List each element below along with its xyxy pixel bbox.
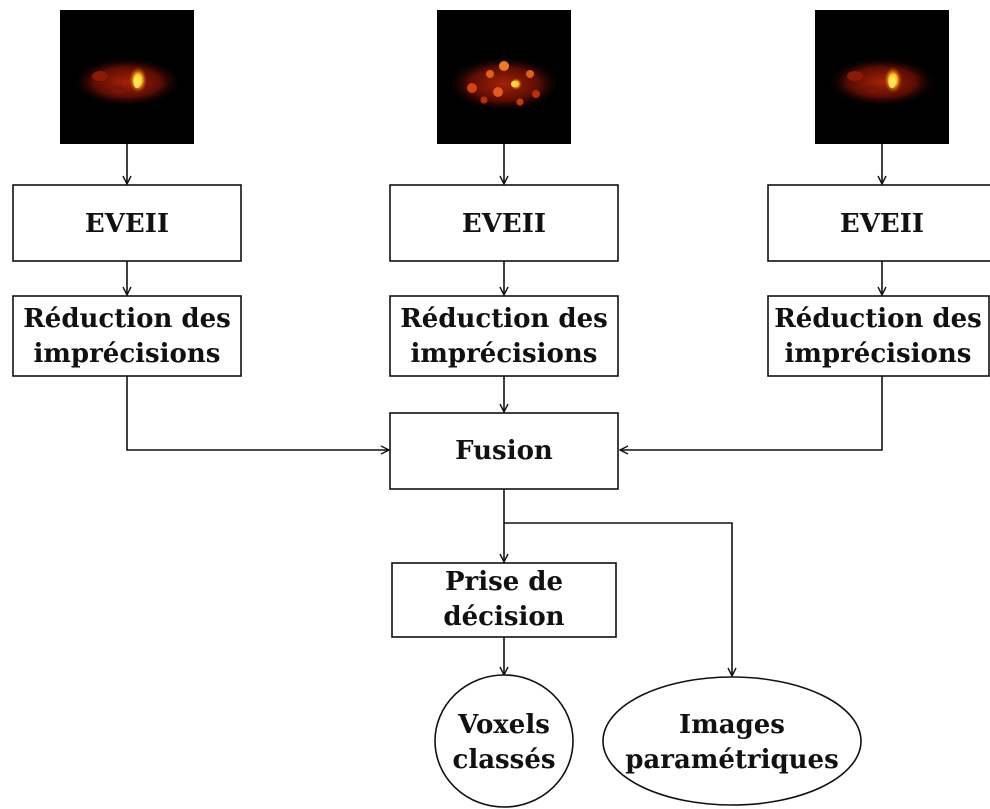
reduction-label-center-line2: imprécisions — [411, 339, 598, 369]
eveii-label-right: EVEII — [840, 209, 924, 239]
voxels-ellipse: Voxels classés — [434, 674, 574, 808]
decision-label-line2: décision — [443, 602, 564, 632]
reduction-label-left-line2: imprécisions — [34, 339, 221, 369]
reduction-box-left: Réduction des imprécisions — [12, 295, 242, 377]
reduction-label-right-line1: Réduction des — [774, 304, 982, 334]
images-label-line1: Images — [679, 710, 785, 740]
reduction-label-right-line2: imprécisions — [785, 339, 972, 369]
arrow-reduction-right-to-fusion — [620, 376, 883, 450]
reduction-box-right: Réduction des imprécisions — [767, 295, 990, 377]
voxels-label-line1: Voxels — [457, 710, 550, 740]
arrow-fusion-to-images — [504, 522, 732, 676]
eveii-label-center: EVEII — [462, 209, 546, 239]
eveii-label-left: EVEII — [85, 209, 169, 239]
fusion-label: Fusion — [455, 436, 553, 466]
decision-box: Prise de décision — [391, 562, 617, 638]
pet-scan-right — [815, 10, 949, 144]
fusion-box: Fusion — [389, 412, 619, 490]
arrow-reduction-left-to-fusion — [126, 376, 389, 450]
pet-scan-left — [60, 10, 194, 144]
eveii-box-right: EVEII — [767, 184, 990, 262]
images-ellipse: Images paramétriques — [602, 676, 862, 806]
reduction-label-left-line1: Réduction des — [23, 304, 231, 334]
voxels-label-line2: classés — [452, 745, 555, 775]
eveii-box-center: EVEII — [389, 184, 619, 262]
images-label-line2: paramétriques — [625, 745, 838, 775]
eveii-box-left: EVEII — [12, 184, 242, 262]
reduction-box-center: Réduction des imprécisions — [389, 295, 619, 377]
pet-scan-center — [437, 10, 571, 144]
decision-label-line1: Prise de — [445, 567, 563, 597]
reduction-label-center-line1: Réduction des — [400, 304, 608, 334]
